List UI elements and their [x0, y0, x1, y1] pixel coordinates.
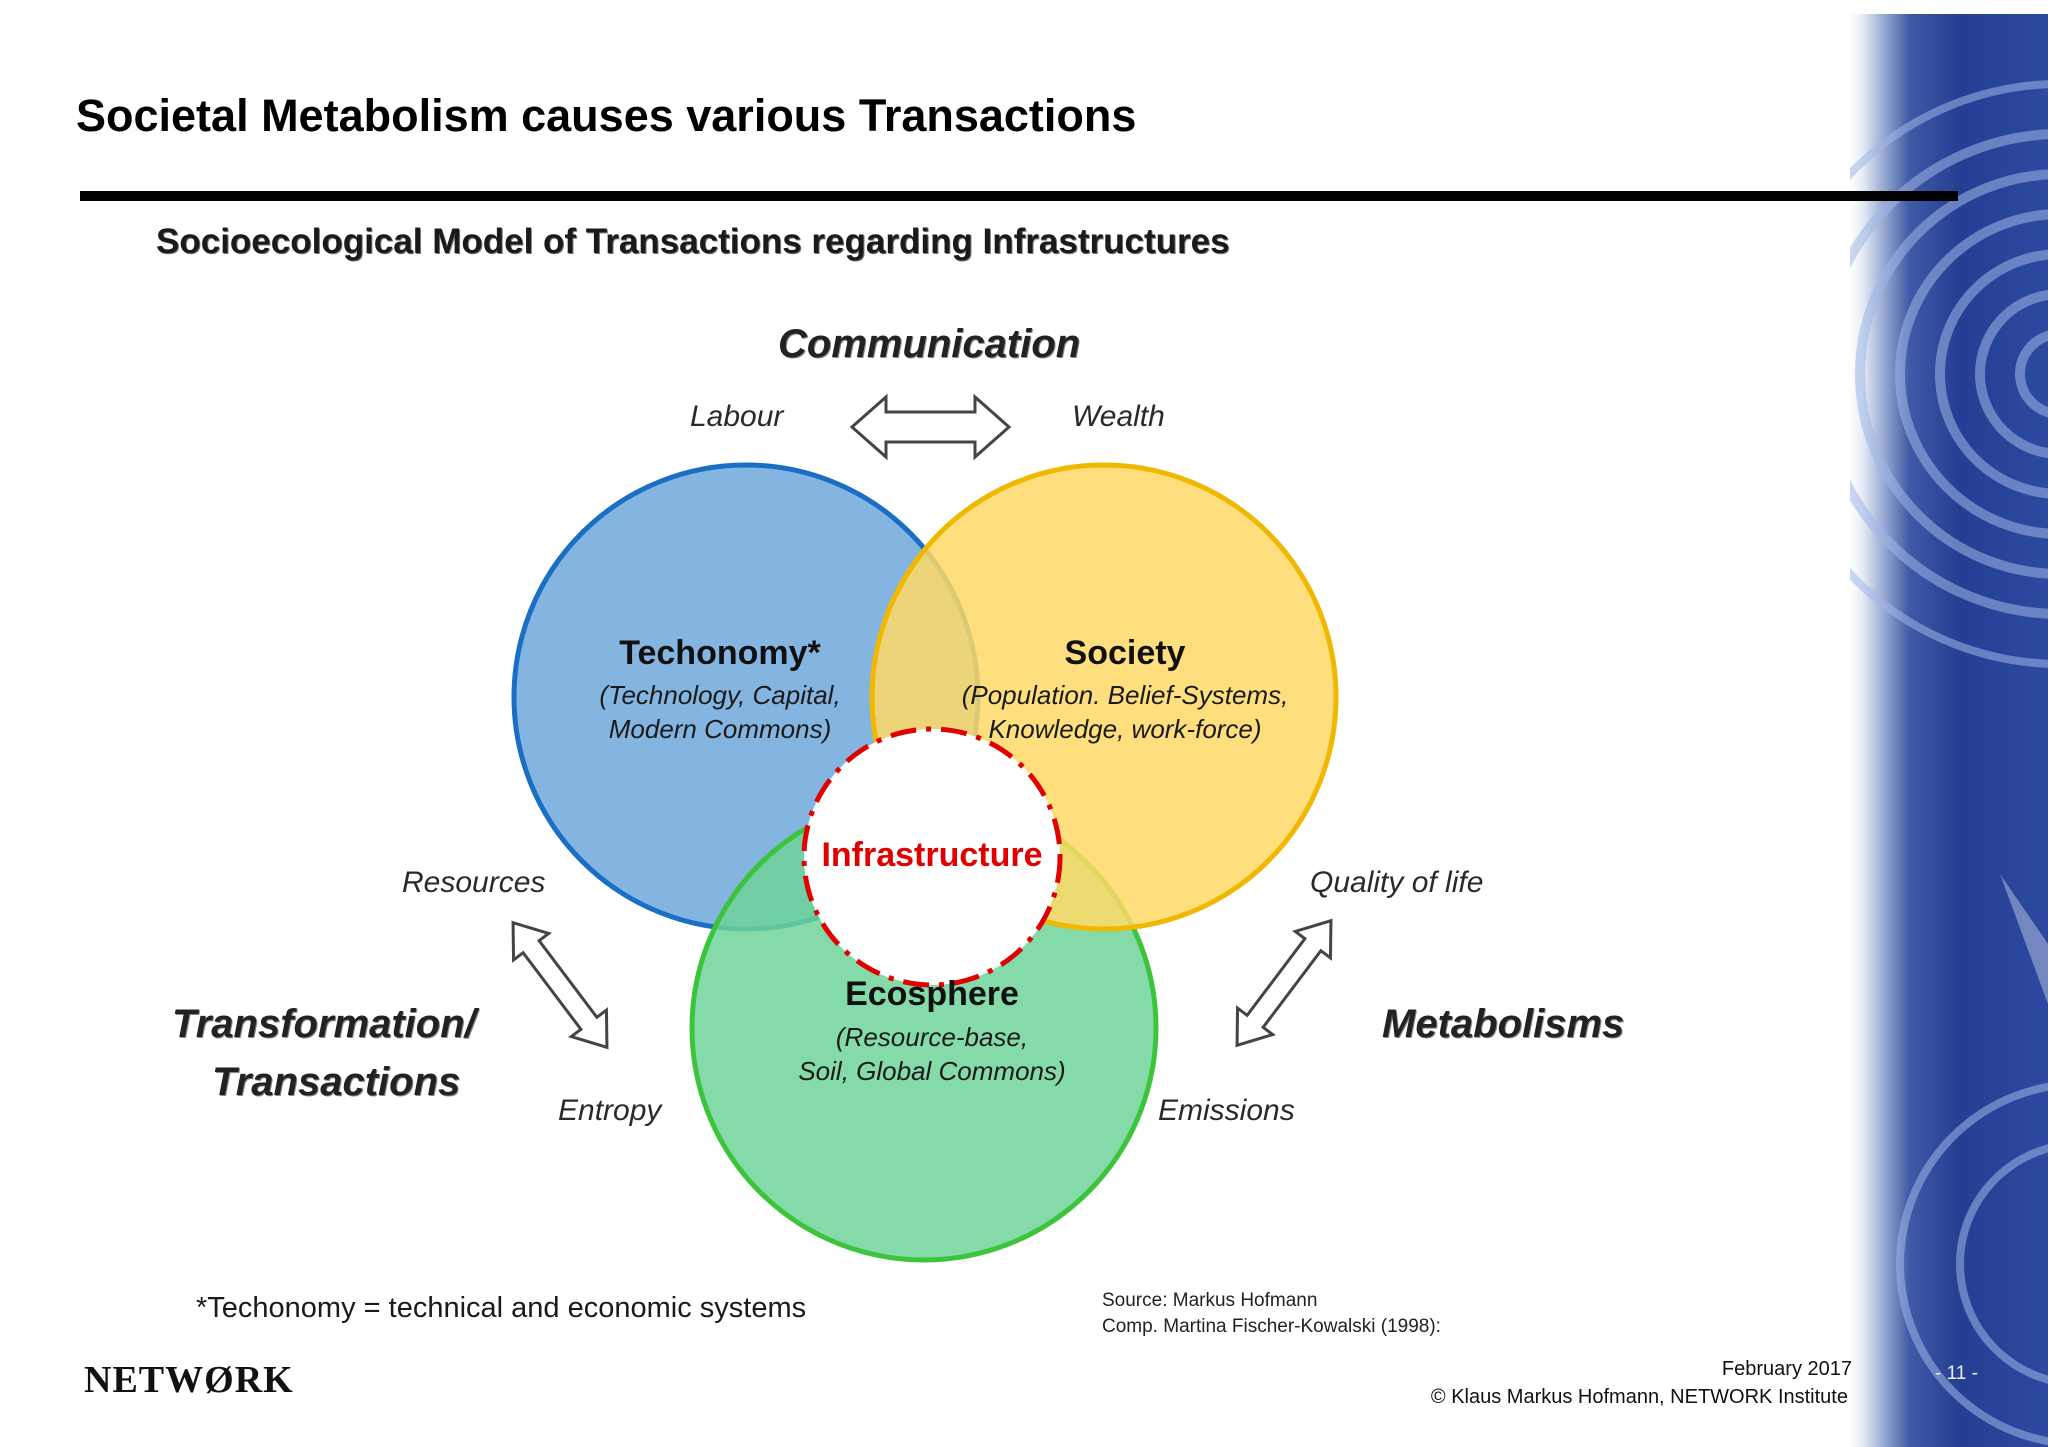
society-title: Society: [1064, 634, 1186, 672]
wealth-label: Wealth: [1072, 400, 1165, 433]
diagram-subtitle: Socioecological Model of Transactions re…: [156, 222, 1230, 261]
footnote: *Techonomy = technical and economic syst…: [196, 1292, 807, 1324]
venn-diagram: [511, 393, 1339, 1263]
network-logo: NETWØRK: [84, 1359, 294, 1401]
decorative-side-image: [1850, 14, 2048, 1447]
compass-background-icon: [1850, 80, 2048, 1446]
ecosphere-title: Ecosphere: [845, 975, 1019, 1013]
resources-label: Resources: [402, 866, 546, 899]
footer-date: February 2017: [1721, 1358, 1852, 1380]
source-line-2: Comp. Martina Fischer-Kowalski (1998):: [1102, 1316, 1441, 1337]
techonomy-desc-line2: Modern Commons): [608, 714, 832, 744]
infrastructure-circle: [801, 726, 1063, 988]
transactions-heading: Transactions: [212, 1060, 461, 1104]
transformation-heading: Transformation/: [172, 1002, 476, 1046]
footer-copyright: © Klaus Markus Hofmann, NETWORK Institut…: [1430, 1386, 1848, 1408]
page-number: - 11 -: [1935, 1363, 1978, 1384]
entropy-label: Entropy: [558, 1094, 662, 1127]
quality-of-life-label: Quality of life: [1310, 866, 1484, 899]
society-desc-line2: Knowledge, work-force): [988, 714, 1262, 744]
metabolism-double-arrow: [1235, 918, 1333, 1048]
emissions-label: Emissions: [1158, 1094, 1295, 1127]
ecosphere-desc-line2: Soil, Global Commons): [798, 1056, 1066, 1086]
labour-label: Labour: [690, 400, 784, 433]
page-title: Societal Metabolism causes various Trans…: [76, 90, 1137, 141]
communication-double-arrow: [849, 393, 1012, 461]
title-divider: [80, 191, 1958, 201]
communication-heading: Communication: [778, 322, 1081, 366]
ecosphere-desc-line1: (Resource-base,: [835, 1022, 1029, 1052]
source-line-1: Source: Markus Hofmann: [1102, 1290, 1318, 1311]
infrastructure-title: Infrastructure: [821, 836, 1043, 874]
society-desc-line1: (Population. Belief-Systems,: [961, 680, 1289, 710]
transformation-double-arrow: [511, 920, 609, 1050]
techonomy-title: Techonomy*: [619, 634, 821, 672]
metabolisms-heading: Metabolisms: [1382, 1002, 1625, 1046]
techonomy-desc-line1: (Technology, Capital,: [599, 680, 841, 710]
